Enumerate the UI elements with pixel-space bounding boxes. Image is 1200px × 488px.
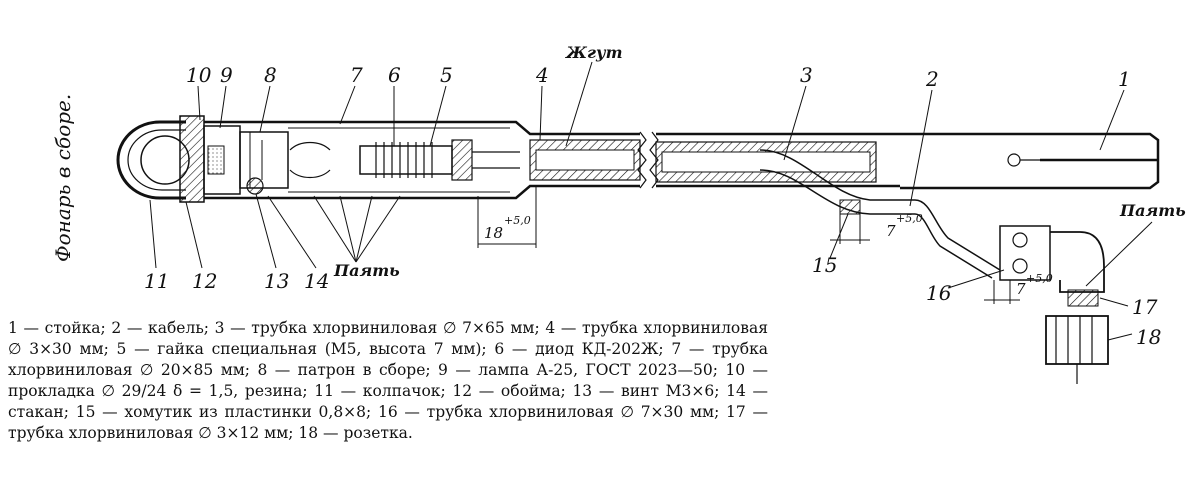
part-label-3: 3 [800,63,813,87]
socket [1045,315,1109,365]
parts-legend: 1 — стойка; 2 — кабель; 3 — трубка хлорв… [8,318,768,444]
cable [914,199,1001,279]
part-label-18: 18 [1136,325,1161,349]
small-tube-17 [1067,289,1099,307]
part-label-14: 14 [304,269,329,293]
cap-dome [116,120,186,200]
dim-18-tol: +5,0 [504,214,531,227]
parts-legend-text: 1 — стойка; 2 — кабель; 3 — трубка хлорв… [8,319,768,442]
screw [246,177,264,195]
part-label-17: 17 [1132,295,1158,319]
special-nut [451,139,473,181]
side-caption: Фонарь в сборе. [51,94,75,262]
dim-7b-value: 7 [1016,280,1026,298]
part-label-6: 6 [388,63,401,87]
part-label-11: 11 [144,269,169,293]
part-label-16: 16 [926,281,952,305]
part-label-1: 1 [1118,67,1131,91]
dim-7a-value: 7 [886,222,896,240]
diode [359,145,453,175]
part-label-2: 2 [925,67,939,91]
dim-18-value: 18 [484,224,503,242]
patron [239,131,289,189]
solder-label-right: Паять [1119,201,1186,220]
leader-lines [149,61,1153,341]
part-label-5: 5 [440,63,453,87]
part-label-10: 10 [186,63,212,87]
part-label-7: 7 [350,63,363,87]
part-label-8: 8 [264,63,277,87]
outer-tube [204,120,640,200]
dim-7b-tol: +5,0 [1026,272,1053,285]
dimension-lines [477,186,1020,304]
part-label-13: 13 [264,269,289,293]
clamp-ring [179,115,205,203]
part-label-15: 15 [812,253,837,277]
bent-tube [759,149,915,201]
connector-tube [999,225,1051,281]
part-label-9: 9 [220,63,233,87]
part-label-4: 4 [535,63,549,87]
clip [839,199,861,215]
solder-label-left: Паять [333,261,400,280]
lamp-body [116,115,1160,384]
part-label-12: 12 [192,269,217,293]
harness-label: Жгут [565,43,623,62]
diode-fins [375,142,433,178]
dim-7a-tol: +5,0 [896,212,923,225]
